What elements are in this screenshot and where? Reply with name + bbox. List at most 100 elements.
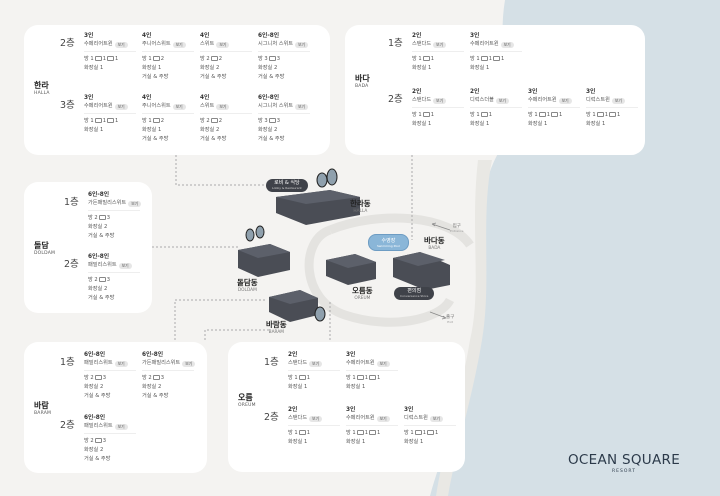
floorplan-badge[interactable]: 보기: [114, 41, 128, 48]
room-capacity: 6인-8인: [84, 352, 106, 358]
room-name: 수페리어트윈: [528, 97, 557, 104]
floor-label: 2층: [264, 412, 279, 423]
bedroom-count: 방 2: [88, 214, 98, 221]
floorplan-badge[interactable]: 보기: [172, 103, 186, 110]
room-capacity: 6인-8인: [88, 254, 110, 260]
logo-text: RESORT: [612, 469, 636, 474]
floorplan-badge[interactable]: 보기: [433, 97, 447, 104]
floorplan-badge[interactable]: 보기: [114, 360, 128, 367]
floorplan-badge[interactable]: 보기: [558, 97, 572, 104]
building-name-text: 오름: [238, 393, 253, 402]
bed-icon: [107, 117, 115, 123]
floorplan-badge[interactable]: 보기: [376, 415, 390, 422]
room-name: 가든패밀리스위트: [142, 360, 181, 367]
floorplan-badge[interactable]: 보기: [295, 41, 309, 48]
bed-icon: [369, 374, 377, 380]
label-text: 바람동: [266, 320, 287, 329]
bathroom-count: 화장실 2: [200, 126, 220, 133]
room-capacity: 6인-8인: [84, 415, 106, 421]
floorplan-badge[interactable]: 보기: [376, 360, 390, 367]
floorplan-badge[interactable]: 보기: [495, 97, 509, 104]
bed-count: 1: [488, 55, 493, 62]
bathroom-count: 화장실 1: [346, 438, 366, 445]
floorplan-badge[interactable]: 보기: [216, 41, 230, 48]
label-text: 오름동: [352, 286, 373, 295]
floorplan-badge[interactable]: 보기: [216, 103, 230, 110]
building-name-text: 돌담: [34, 241, 49, 250]
floorplan-badge[interactable]: 보기: [295, 103, 309, 110]
room-capacity: 3인: [346, 352, 356, 358]
floorplan-badge[interactable]: 보기: [114, 423, 128, 430]
floorplan-badge[interactable]: 보기: [611, 97, 625, 104]
bedroom-count: 방 2: [142, 374, 152, 381]
bed-icon: [94, 437, 102, 443]
floorplan-badge[interactable]: 보기: [500, 41, 514, 48]
bed-count: 2: [218, 55, 223, 62]
floorplan-badge[interactable]: 보기: [309, 360, 323, 367]
floorplan-badge[interactable]: 보기: [309, 415, 323, 422]
floorplan-badge[interactable]: 보기: [182, 360, 196, 367]
bed-icon: [356, 374, 364, 380]
room-name: 스탠다드: [412, 97, 432, 104]
floorplan-badge[interactable]: 보기: [118, 262, 132, 269]
room-capacity: 3인: [346, 407, 356, 413]
bedroom-count: 방 1: [346, 429, 356, 436]
bed-count: 1: [102, 55, 107, 62]
label-text: DOLDAM: [237, 287, 257, 293]
floor-label: 2층: [60, 38, 75, 49]
floorplan-badge[interactable]: 보기: [114, 103, 128, 110]
bed-icon: [94, 374, 102, 380]
bedroom-count: 방 1: [404, 429, 414, 436]
floorplan-badge[interactable]: 보기: [128, 200, 142, 207]
floorplan-badge[interactable]: 보기: [429, 415, 443, 422]
floorplan-badge[interactable]: 보기: [433, 41, 447, 48]
bed-count: 1: [617, 111, 621, 118]
bed-icon: [480, 111, 488, 117]
living-kitchen: 거실 & 주방: [200, 74, 227, 80]
floorplan-badge[interactable]: 보기: [172, 41, 186, 48]
